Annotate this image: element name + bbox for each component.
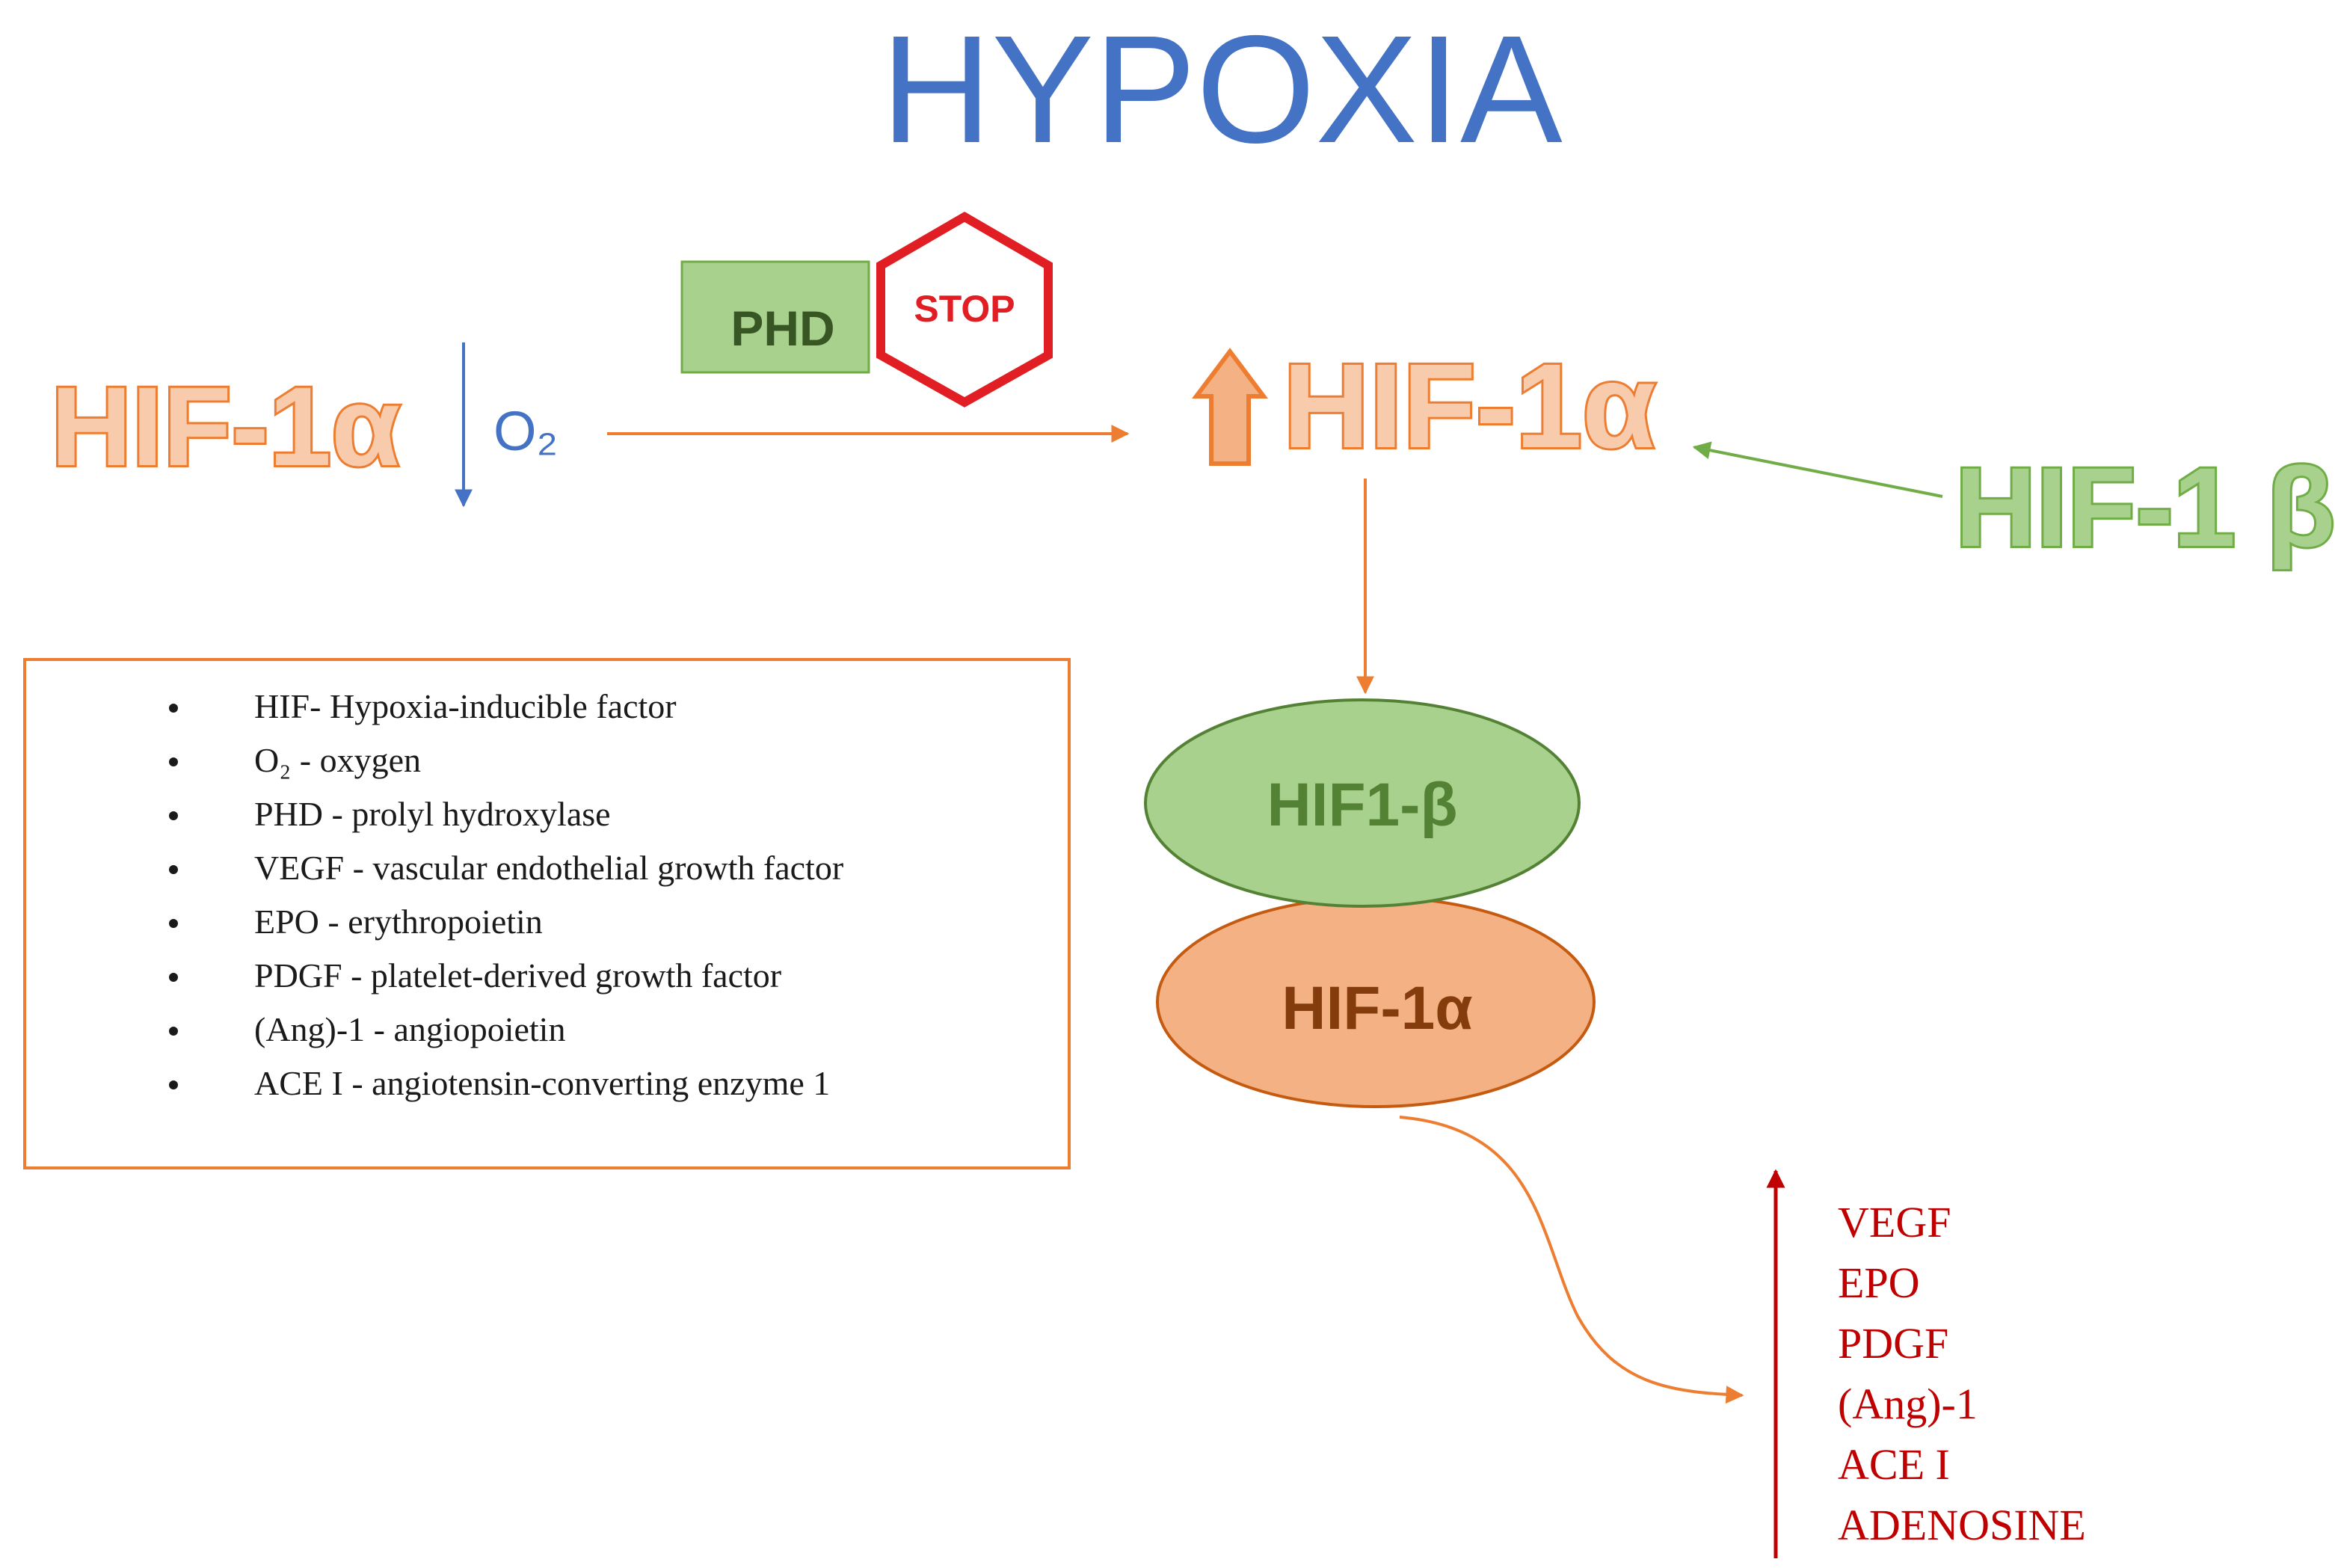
legend-item: PDGF - platelet-derived growth factor (254, 956, 781, 994)
gene-expression-arrow (1399, 1116, 1744, 1404)
legend-bullet-icon (169, 704, 178, 713)
legend-item: ACE I - angiotensin-converting enzyme 1 (254, 1064, 830, 1102)
legend-bullet-icon (169, 1027, 178, 1036)
complex-hif1b-label: HIF1-β (1267, 771, 1457, 839)
target-gene-item: (Ang)-1 (1838, 1380, 1978, 1428)
legend-bullet-icon (169, 919, 178, 928)
legend-bullet-icon (169, 865, 178, 874)
phd-label: PHD (730, 301, 834, 356)
legend-item: VEGF - vascular endothelial growth facto… (254, 849, 843, 887)
oxygen-label: O₂ (493, 400, 558, 462)
phd-box (680, 260, 870, 374)
target-gene-item: ADENOSINE (1838, 1501, 2086, 1549)
stop-label: STOP (914, 288, 1015, 330)
complex-hif1a-label: HIF-1α (1282, 974, 1472, 1042)
dimerization-arrow (1692, 441, 1943, 498)
target-gene-item: EPO (1838, 1258, 1920, 1307)
target-gene-item: VEGF (1838, 1198, 1951, 1246)
abbreviation-legend: HIF- Hypoxia-inducible factor O₂ - oxygen… (169, 687, 843, 1102)
legend-bullet-icon (169, 757, 178, 766)
hif1a-stabilized-label: HIF-1α (1283, 339, 1655, 473)
legend-item: PHD - prolyl hydroxylase (254, 795, 611, 833)
diagram-title: HYPOXIA (881, 4, 1563, 175)
hif1a-normoxic-label: HIF-1α (51, 363, 400, 489)
legend-item: O₂ - oxygen (254, 741, 421, 779)
target-gene-item: PDGF (1838, 1319, 1948, 1368)
legend-item: HIF- Hypoxia-inducible factor (254, 687, 677, 725)
stop-sign-icon (876, 212, 1053, 408)
legend-box (23, 658, 1071, 1169)
target-gene-item: ACE I (1838, 1440, 1950, 1489)
legend-bullet-icon (169, 973, 178, 982)
upregulation-arrow-icon (1192, 348, 1268, 466)
legend-item: (Ang)-1 - angiopoietin (254, 1010, 565, 1048)
hif1b-complex-ellipse (1144, 698, 1581, 908)
hif1b-label: HIF-1 β (1955, 444, 2335, 570)
legend-bullet-icon (169, 811, 178, 820)
legend-item: EPO - erythropoietin (254, 903, 543, 941)
legend-bullet-icon (169, 1080, 178, 1089)
